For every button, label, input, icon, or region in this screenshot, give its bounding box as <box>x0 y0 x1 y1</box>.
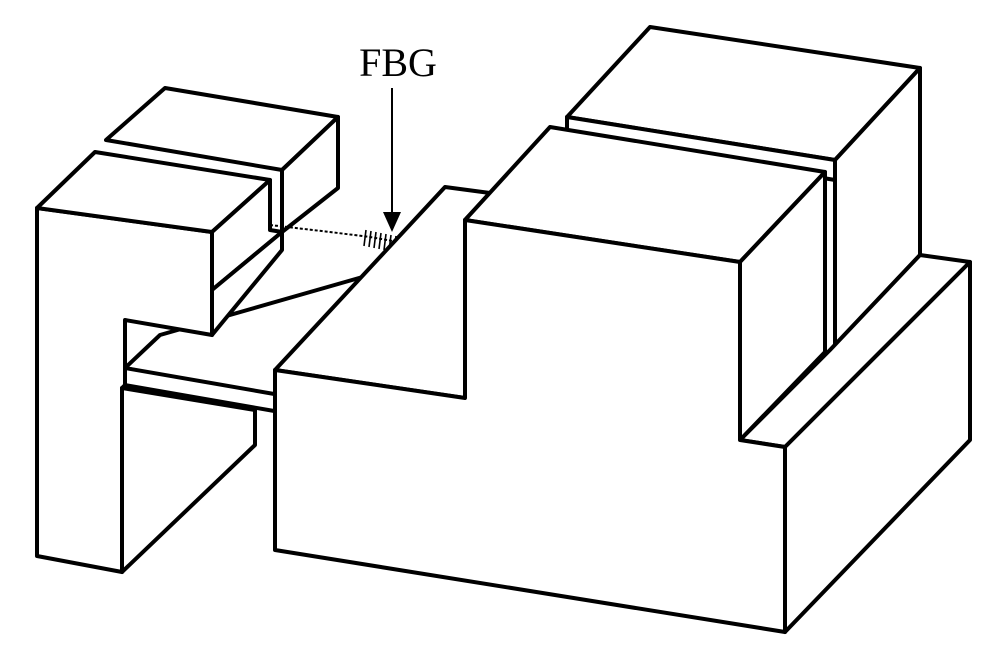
left-clamp <box>35 86 382 574</box>
fbg-label: FBG <box>359 40 437 85</box>
right-stage-front <box>273 218 787 634</box>
left-upper-arm-underside <box>210 230 284 337</box>
left-clamp-side-lower <box>120 386 257 574</box>
right-stage <box>273 25 972 634</box>
fbg-annotation: FBG <box>359 40 437 232</box>
fbg-arrow-head <box>383 212 401 232</box>
